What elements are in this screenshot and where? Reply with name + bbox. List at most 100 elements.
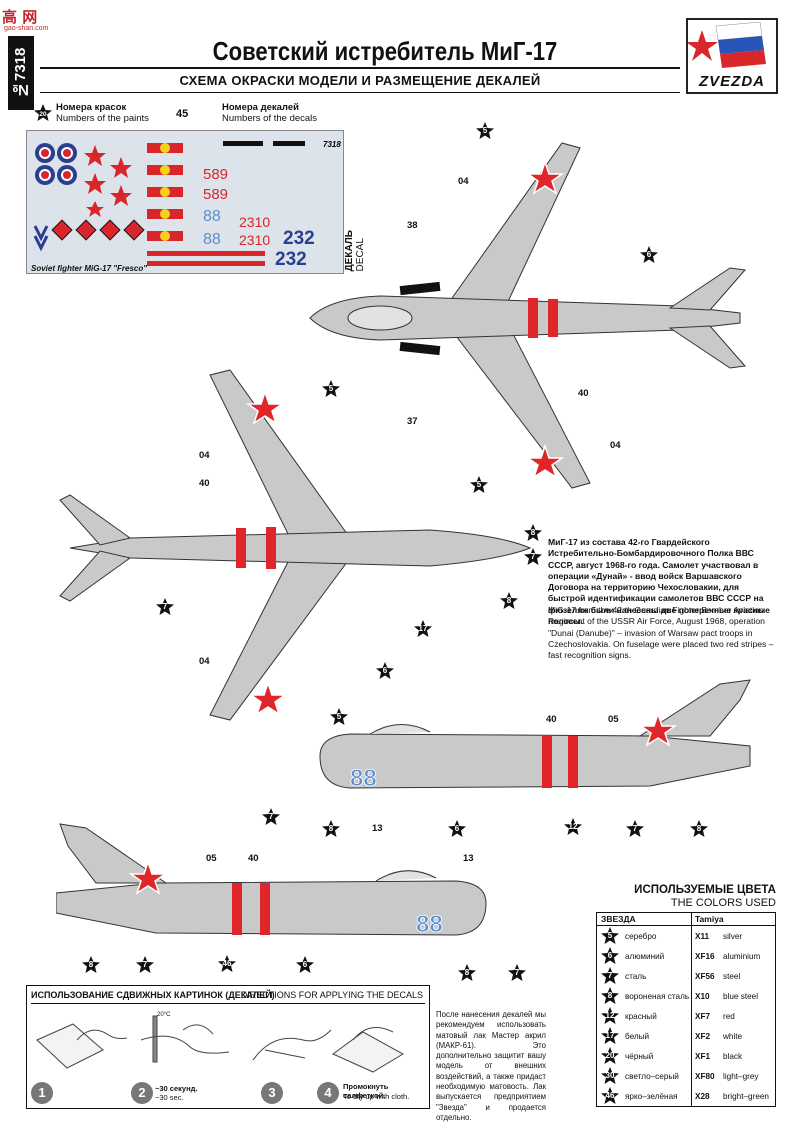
paint-number-icon: 12: [601, 1007, 619, 1025]
paint-number-icon: 6: [601, 947, 619, 965]
callout-40: 40: [199, 478, 210, 489]
aircraft-left-side-view: 88: [56, 823, 487, 938]
paint-marker-icon: 8: [690, 820, 708, 838]
page-subtitle: СХЕМА ОКРАСКИ МОДЕЛИ И РАЗМЕЩЕНИЕ ДЕКАЛЕ…: [179, 73, 541, 88]
paint-marker-icon: 8: [500, 592, 518, 610]
step-3-icon: 3: [261, 1082, 283, 1104]
tamiya-code: X10: [695, 991, 710, 1001]
paint-marker-icon: 17: [414, 620, 432, 638]
decal-sheet: 7318 589 589 88 88 2310 2310 232 232 Sov…: [26, 130, 344, 274]
decal-directions: ИСПОЛЬЗОВАНИЕ СДВИЖНЫХ КАРТИНОК (ДЕКАЛЕЙ…: [26, 985, 430, 1109]
callout-40: 40: [546, 714, 557, 725]
paint-marker-icon: 5: [330, 708, 348, 726]
tamiya-code: XF7: [695, 1011, 711, 1021]
color-name-en: light–grey: [723, 1071, 759, 1081]
step-2-en: ~30 sec.: [155, 1093, 184, 1102]
aircraft-right-side-view: 88: [319, 679, 751, 792]
tamiya-code: XF80: [695, 1071, 715, 1081]
step-2-ru: ~30 секунд.: [155, 1084, 198, 1093]
directions-title-ru: ИСПОЛЬЗОВАНИЕ СДВИЖНЫХ КАРТИНОК (ДЕКАЛЕЙ…: [31, 990, 275, 1000]
callout-04: 04: [458, 176, 469, 187]
paint-marker-icon: 8: [524, 524, 542, 542]
watermark-text: 高 网: [2, 8, 38, 26]
subtitle-rule: [40, 92, 680, 93]
color-name-ru: вороненая сталь: [625, 991, 690, 1001]
color-name-en: aluminium: [723, 951, 761, 961]
paint-marker-icon: 6: [376, 662, 394, 680]
colors-title-ru: ИСПОЛЬЗУЕМЫЕ ЦВЕТА: [634, 884, 776, 896]
paint-marker-icon: 20: [34, 104, 52, 127]
paint-marker-icon: 7: [508, 964, 526, 982]
callout-05: 05: [608, 714, 619, 725]
tamiya-code: XF2: [695, 1031, 711, 1041]
paint-marker-icon: 7: [626, 820, 644, 838]
callout-40: 40: [578, 388, 589, 399]
decal-marker: 45: [176, 108, 189, 120]
step-2-icon: 2: [131, 1082, 153, 1104]
decal-legend: Номера декалей Numbers of the decals: [222, 102, 317, 124]
paint-marker-icon: 8: [82, 956, 100, 974]
svg-text:2310: 2310: [239, 214, 270, 230]
svg-text:88: 88: [203, 208, 221, 225]
svg-text:232: 232: [283, 228, 315, 249]
tamiya-code: XF16: [695, 951, 715, 961]
svg-text:88: 88: [203, 231, 221, 248]
color-name-en: steel: [723, 971, 741, 981]
color-name-ru: сталь: [625, 971, 647, 981]
paint-marker-icon: 6: [640, 246, 658, 264]
callout-05: 05: [206, 853, 217, 864]
callout-38: 38: [407, 220, 418, 231]
tamiya-code: XF56: [695, 971, 715, 981]
kit-number: №7318: [8, 36, 34, 110]
aircraft-top-view: [309, 142, 746, 489]
roundel-icons: [35, 143, 77, 185]
step-1-icon: 1: [31, 1082, 53, 1104]
decal-legend-en: Numbers of the decals: [222, 113, 318, 124]
color-name-en: blue steel: [723, 991, 759, 1001]
colors-table-header: ЗВЕЗДА Tamiya: [597, 913, 775, 926]
svg-text:7318: 7318: [323, 140, 341, 149]
color-name-en: bright–green: [723, 1091, 769, 1101]
color-name-ru: чёрный: [625, 1051, 654, 1061]
callout-37: 37: [407, 416, 418, 427]
header-zvezda: ЗВЕЗДА: [597, 913, 692, 925]
color-name-en: white: [723, 1031, 743, 1041]
color-name-ru: ярко–зелёная: [625, 1091, 678, 1101]
color-name-ru: белый: [625, 1031, 650, 1041]
paint-marker-icon: 5: [476, 122, 494, 140]
watermark: 高 网 gao-shan.com: [2, 6, 70, 36]
color-name-ru: серебро: [625, 931, 657, 941]
paint-marker-icon: 7: [262, 808, 280, 826]
directions-title-en: DIRECTIONS FOR APPLYING THE DECALS: [240, 990, 423, 1000]
paint-marker-icon: 8: [322, 820, 340, 838]
colors-title-en: THE COLORS USED: [670, 897, 776, 909]
paint-marker-icon: 8: [458, 964, 476, 982]
page-title: Советский истребитель МиГ-17: [212, 36, 558, 66]
color-name-ru: алюминий: [625, 951, 665, 961]
aircraft-bottom-view: [59, 369, 532, 721]
color-name-en: black: [723, 1051, 743, 1061]
color-name-en: silver: [723, 931, 743, 941]
color-name-ru: светло–серый: [625, 1071, 679, 1081]
paint-number-icon: 46: [601, 1087, 619, 1105]
callout-04: 04: [610, 440, 621, 451]
callout-04: 04: [199, 450, 210, 461]
watermark-url: gao-shan.com: [4, 25, 49, 32]
step-4-ru: Промокнуть салфеткой.: [343, 1082, 389, 1100]
logo-text: ZVEZDA: [699, 73, 765, 90]
paint-marker-icon: 5: [322, 380, 340, 398]
svg-text:589: 589: [203, 186, 228, 203]
svg-text:20: 20: [39, 111, 47, 118]
description-ru: МиГ-17 из состава 42-го Гвардейского Ист…: [548, 537, 770, 627]
step-4-en: To dry up with cloth.: [343, 1092, 410, 1101]
varnish-note: После нанесения декалей мы рекомендуем и…: [436, 1010, 546, 1122]
direction-illustrations: 20°C: [36, 1012, 405, 1073]
svg-text:232: 232: [275, 249, 307, 270]
paint-marker-icon: 7: [156, 598, 174, 616]
